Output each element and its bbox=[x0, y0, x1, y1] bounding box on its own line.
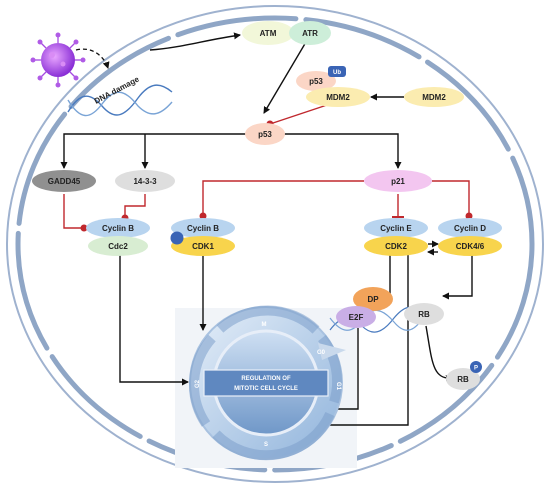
rb-phosphorylation-arrow bbox=[425, 325, 453, 383]
phase-g0: G0 bbox=[317, 350, 326, 356]
dp-node: DP bbox=[353, 287, 393, 311]
mdm2-node: MDM2 bbox=[404, 87, 464, 107]
cyclind-cdk46-complex: Cyclin D CDK4/6 bbox=[438, 218, 502, 256]
svg-text:RB: RB bbox=[457, 375, 469, 384]
rb-phosphorylated-node: RB P bbox=[446, 361, 482, 390]
dna-helix bbox=[67, 84, 173, 117]
g0-exit-icon bbox=[318, 343, 346, 360]
svg-text:CDK4/6: CDK4/6 bbox=[456, 242, 485, 251]
p21-inhibits-cyclin-d bbox=[432, 180, 473, 220]
svg-text:ATM: ATM bbox=[260, 29, 277, 38]
svg-text:ATR: ATR bbox=[302, 29, 318, 38]
rb-node: RB bbox=[404, 303, 444, 325]
p53-to-p21-arrow bbox=[284, 133, 402, 169]
p21-inhibits-cyclinb-cdk1 bbox=[199, 180, 364, 220]
1433-inhibits-cyclinb bbox=[121, 194, 146, 222]
damage-to-atm-arrow bbox=[149, 32, 241, 51]
cycle-title-line1: REGULATION OF bbox=[241, 376, 291, 382]
cell-membrane bbox=[6, 5, 544, 483]
svg-text:p21: p21 bbox=[391, 177, 405, 186]
phase-m: M bbox=[262, 322, 267, 328]
phase-s: S bbox=[264, 442, 268, 448]
svg-text:Ub: Ub bbox=[333, 70, 341, 76]
svg-text:RB: RB bbox=[418, 310, 430, 319]
cyclinb-cdk1-complex: Cyclin B CDK1 bbox=[170, 218, 235, 256]
mdm2-inhibits-p53 bbox=[266, 103, 331, 128]
cdc2-to-cycle-arrow bbox=[119, 255, 189, 386]
gadd45-inhibits-cyclinb bbox=[63, 194, 88, 232]
svg-text:MDM2: MDM2 bbox=[326, 93, 350, 102]
cycline-cdk2-complex: Cyclin E CDK2 bbox=[364, 218, 428, 256]
cell-cycle-wheel: REGULATION OF MITOTIC CELL CYCLE M G0 G1… bbox=[189, 305, 346, 461]
phosphate-icon bbox=[470, 361, 482, 373]
gadd45-node: GADD45 bbox=[32, 170, 96, 192]
svg-text:Cyclin B: Cyclin B bbox=[187, 224, 219, 233]
phase-g1: G1 bbox=[335, 382, 341, 391]
svg-text:Cyclin D: Cyclin D bbox=[454, 224, 486, 233]
e2f-node: E2F bbox=[336, 306, 376, 328]
phase-g2: G2 bbox=[195, 379, 201, 388]
svg-text:P: P bbox=[474, 366, 478, 372]
svg-text:DP: DP bbox=[367, 295, 379, 304]
atr-node: ATR bbox=[289, 21, 331, 45]
svg-text:MDM2: MDM2 bbox=[422, 93, 446, 102]
cyclinb-cdc2-complex: Cyclin B Cdc2 bbox=[86, 218, 150, 256]
svg-text:E2F: E2F bbox=[349, 313, 364, 322]
14-3-3-node: 14-3-3 bbox=[115, 170, 175, 192]
p53-to-gadd45-arrow bbox=[60, 133, 246, 169]
phosphate-dot-icon bbox=[170, 231, 184, 245]
p53-mdm2-complex: p53 Ub MDM2 bbox=[296, 66, 370, 107]
ubiquitin-badge bbox=[328, 66, 346, 77]
cdk46-to-rb-arrow bbox=[442, 255, 473, 300]
virus-icon bbox=[30, 32, 86, 88]
atm-node: ATM bbox=[242, 21, 294, 45]
svg-text:CDK1: CDK1 bbox=[192, 242, 214, 251]
svg-text:CDK2: CDK2 bbox=[385, 242, 407, 251]
svg-text:Cdc2: Cdc2 bbox=[108, 242, 128, 251]
svg-text:14-3-3: 14-3-3 bbox=[133, 177, 157, 186]
p21-node: p21 bbox=[364, 170, 432, 192]
svg-text:p53: p53 bbox=[309, 77, 323, 86]
atr-to-p53-arrow bbox=[263, 41, 307, 114]
cycle-title-line2: MITOTIC CELL CYCLE bbox=[234, 386, 298, 392]
svg-text:Cyclin E: Cyclin E bbox=[380, 224, 412, 233]
svg-text:Cyclin B: Cyclin B bbox=[102, 224, 134, 233]
virus-to-dna-arrow bbox=[75, 48, 110, 69]
svg-text:p53: p53 bbox=[258, 130, 272, 139]
p53-node: p53 bbox=[245, 123, 285, 145]
svg-text:GADD45: GADD45 bbox=[48, 177, 81, 186]
